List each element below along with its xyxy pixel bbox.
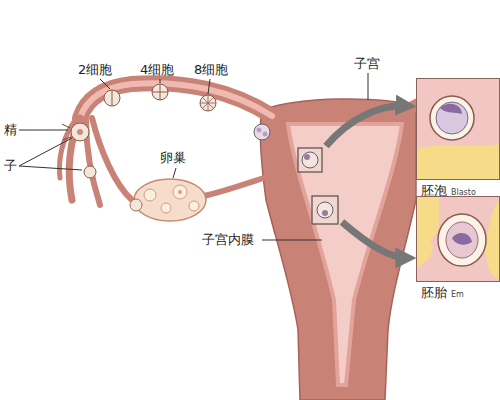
part-label: 子宫 (354, 56, 380, 72)
part-label: 子 (4, 158, 17, 174)
part-label: 卵巢 (160, 150, 186, 166)
part-label: 4细胞 (140, 62, 174, 78)
caption-text: 胚胎 (421, 284, 447, 302)
caption-text: 胚泡 (421, 182, 447, 200)
part-label: 子宫内膜 (202, 232, 254, 248)
inset-caption: 胚泡Blasto (421, 182, 476, 200)
inset-caption: 胚胎 Em (421, 284, 464, 302)
part-label: 2细胞 (78, 62, 112, 78)
part-label: 8细胞 (194, 62, 228, 78)
part-label: 精 (4, 122, 17, 138)
inset-panel: 胚泡Blasto (416, 78, 500, 180)
caption-subtext: Em (451, 290, 464, 299)
inset-panel: 胚胎Em (416, 196, 500, 282)
